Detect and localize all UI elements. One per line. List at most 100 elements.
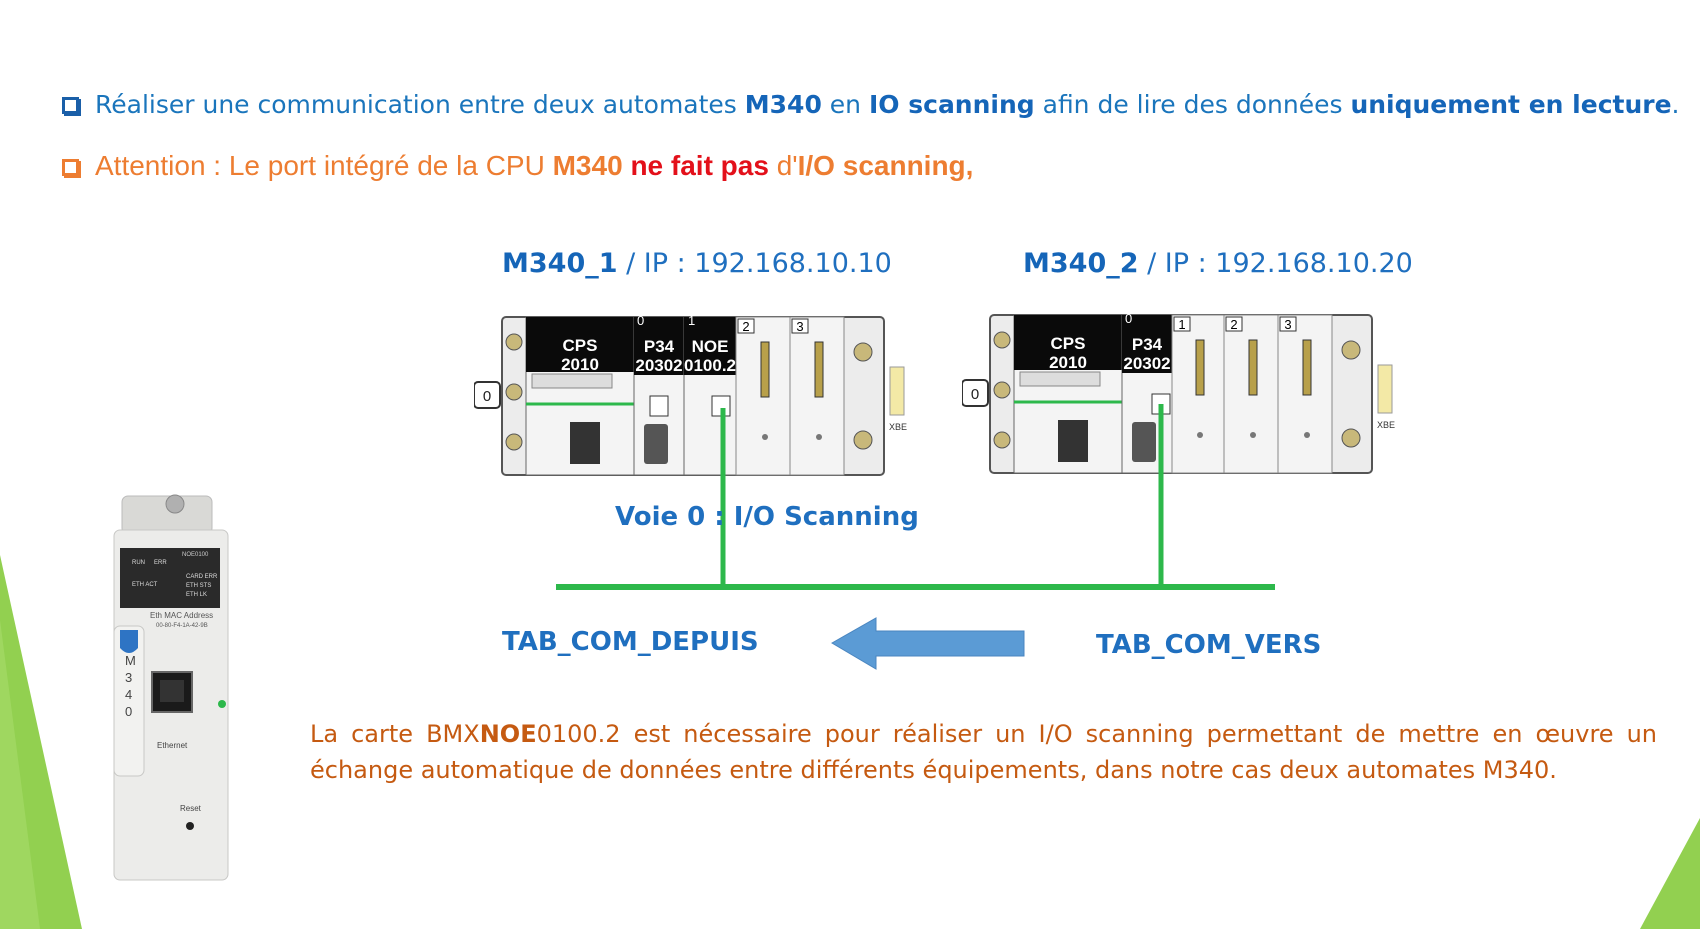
bullet-text: afin de lire des données — [1034, 90, 1351, 119]
serial-port-icon — [644, 424, 668, 464]
series-char: M — [125, 653, 136, 668]
extension-connector — [1377, 364, 1393, 414]
ethernet-port-inner — [160, 680, 184, 702]
screw-icon — [993, 431, 1011, 449]
bullet-bold: IO scanning — [868, 90, 1035, 119]
mac-label: Eth MAC Address — [150, 611, 213, 620]
cpu-module[interactable]: 0 P34 20302 — [1121, 311, 1173, 474]
power-module-label: CPS — [1051, 334, 1086, 353]
bullet-warning: Attention : Le port intégré de la CPU M3… — [62, 150, 973, 182]
module-model: NOE0100 — [182, 552, 209, 558]
bullet-text: Réaliser une communication entre deux au… — [95, 90, 745, 119]
cpu-module-label: P34 — [644, 337, 675, 356]
cpu-module[interactable]: 0 P34 20302 — [633, 313, 685, 476]
description-paragraph: La carte BMXNOE0100.2 est nécessaire pou… — [310, 716, 1657, 788]
screw-icon — [993, 331, 1011, 349]
series-char: 0 — [125, 704, 132, 719]
led-label: CARD ERR — [186, 574, 218, 580]
noe-module[interactable]: 1 NOE 0100.2 — [683, 313, 737, 476]
plc1-rack[interactable]: 0 CPS 2010 0 P34 20302 — [474, 312, 914, 480]
bullet-text: en — [821, 90, 869, 119]
cpu-module-ref: 20302 — [635, 356, 682, 375]
slot-number: 0 — [637, 313, 644, 328]
io-slot[interactable]: 2 — [735, 316, 791, 476]
power-module-label: CPS — [563, 336, 598, 355]
rack-number-box — [474, 381, 501, 409]
green-triangle-right — [1640, 818, 1700, 929]
mac-address: 00-80-F4-1A-42-9B — [156, 623, 208, 629]
latch-tab-icon — [120, 630, 138, 653]
bullet-objective: Réaliser une communication entre deux au… — [62, 90, 1680, 119]
slot-number: 3 — [1284, 317, 1291, 332]
plc1-name: M340_1 — [502, 248, 618, 279]
description-bold: NOE — [479, 720, 537, 748]
io-slot[interactable]: 2 — [1223, 314, 1279, 474]
noe-module-label: NOE — [692, 337, 729, 356]
ethernet-port-icon — [711, 395, 731, 417]
description-text: 0100.2 est nécessaire pour réaliser un I… — [310, 720, 1658, 784]
bullet-bold: I/O scanning, — [797, 150, 974, 181]
cpu-module-label: P34 — [1132, 335, 1163, 354]
screw-icon — [165, 494, 185, 514]
power-module[interactable]: CPS 2010 — [525, 316, 635, 476]
io-slot[interactable]: 3 — [789, 316, 845, 476]
screw-icon — [1341, 340, 1361, 360]
bullet-bold: M340 — [744, 90, 822, 119]
screw-icon — [993, 381, 1011, 399]
screw-icon — [853, 430, 873, 450]
port-label: Ethernet — [157, 741, 188, 750]
io-slot[interactable]: 3 — [1277, 314, 1333, 474]
slot-number: 3 — [796, 319, 803, 334]
checkbox-bullet-icon — [62, 97, 79, 114]
plc2-ip: / IP : 192.168.10.20 — [1138, 248, 1413, 279]
series-char: 4 — [125, 687, 132, 702]
bullet-text: Attention : Le port intégré de la CPU — [95, 150, 553, 181]
bullet-red: ne fait pas — [630, 150, 769, 181]
screw-icon — [1341, 428, 1361, 448]
bullet-bold: uniquement en lecture — [1350, 90, 1672, 119]
extension-label: XBE — [889, 422, 907, 432]
serial-port-icon — [1132, 422, 1156, 462]
checkbox-bullet-icon — [62, 159, 79, 176]
led-label: ETH ACT — [132, 582, 158, 588]
plc2-rack[interactable]: 0 CPS 2010 0 P34 20302 1 — [962, 310, 1402, 478]
extension-connector — [889, 366, 905, 416]
screw-icon — [853, 342, 873, 362]
series-char: 3 — [125, 670, 132, 685]
ethernet-port-icon — [1151, 393, 1171, 415]
power-module-ref: 2010 — [1049, 353, 1087, 372]
tab-com-depuis-label: TAB_COM_DEPUIS — [502, 627, 759, 657]
slot-number: 2 — [1230, 317, 1237, 332]
extension-label: XBE — [1377, 420, 1395, 430]
noe-module-ref: 0100.2 — [684, 356, 736, 375]
module-latch — [113, 625, 145, 777]
plc2-name: M340_2 — [1023, 248, 1139, 279]
rack-number-box — [962, 379, 989, 407]
reset-button-icon — [186, 822, 194, 830]
reset-label: Reset — [180, 804, 202, 813]
left-arrow-icon — [831, 617, 1025, 670]
rack-number: 0 — [483, 388, 491, 405]
slot-number: 1 — [688, 313, 695, 328]
power-module[interactable]: CPS 2010 — [1013, 314, 1123, 474]
led-label: ETH STS — [186, 583, 211, 589]
description-text: La carte BMX — [310, 720, 480, 748]
screw-icon — [505, 433, 523, 451]
channel-label: Voie 0 : I/O Scanning — [615, 502, 919, 532]
slot-number: 0 — [1125, 311, 1132, 326]
led-label: ERR — [154, 560, 167, 566]
rack-number: 0 — [971, 386, 979, 403]
plc1-ip: / IP : 192.168.10.10 — [617, 248, 892, 279]
slot-number: 1 — [1178, 317, 1185, 332]
slot-number: 2 — [742, 319, 749, 334]
screw-icon — [505, 333, 523, 351]
io-slot[interactable]: 1 — [1171, 314, 1225, 474]
tab-com-vers-label: TAB_COM_VERS — [1096, 630, 1322, 660]
led-label: RUN — [132, 560, 145, 566]
plc2-title: M340_2 / IP : 192.168.10.20 — [1023, 248, 1413, 279]
cpu-module-ref: 20302 — [1123, 354, 1170, 373]
led-label: ETH LK — [186, 592, 207, 598]
bullet-bold: M340 — [552, 150, 623, 181]
bullet-text: d' — [768, 150, 798, 181]
